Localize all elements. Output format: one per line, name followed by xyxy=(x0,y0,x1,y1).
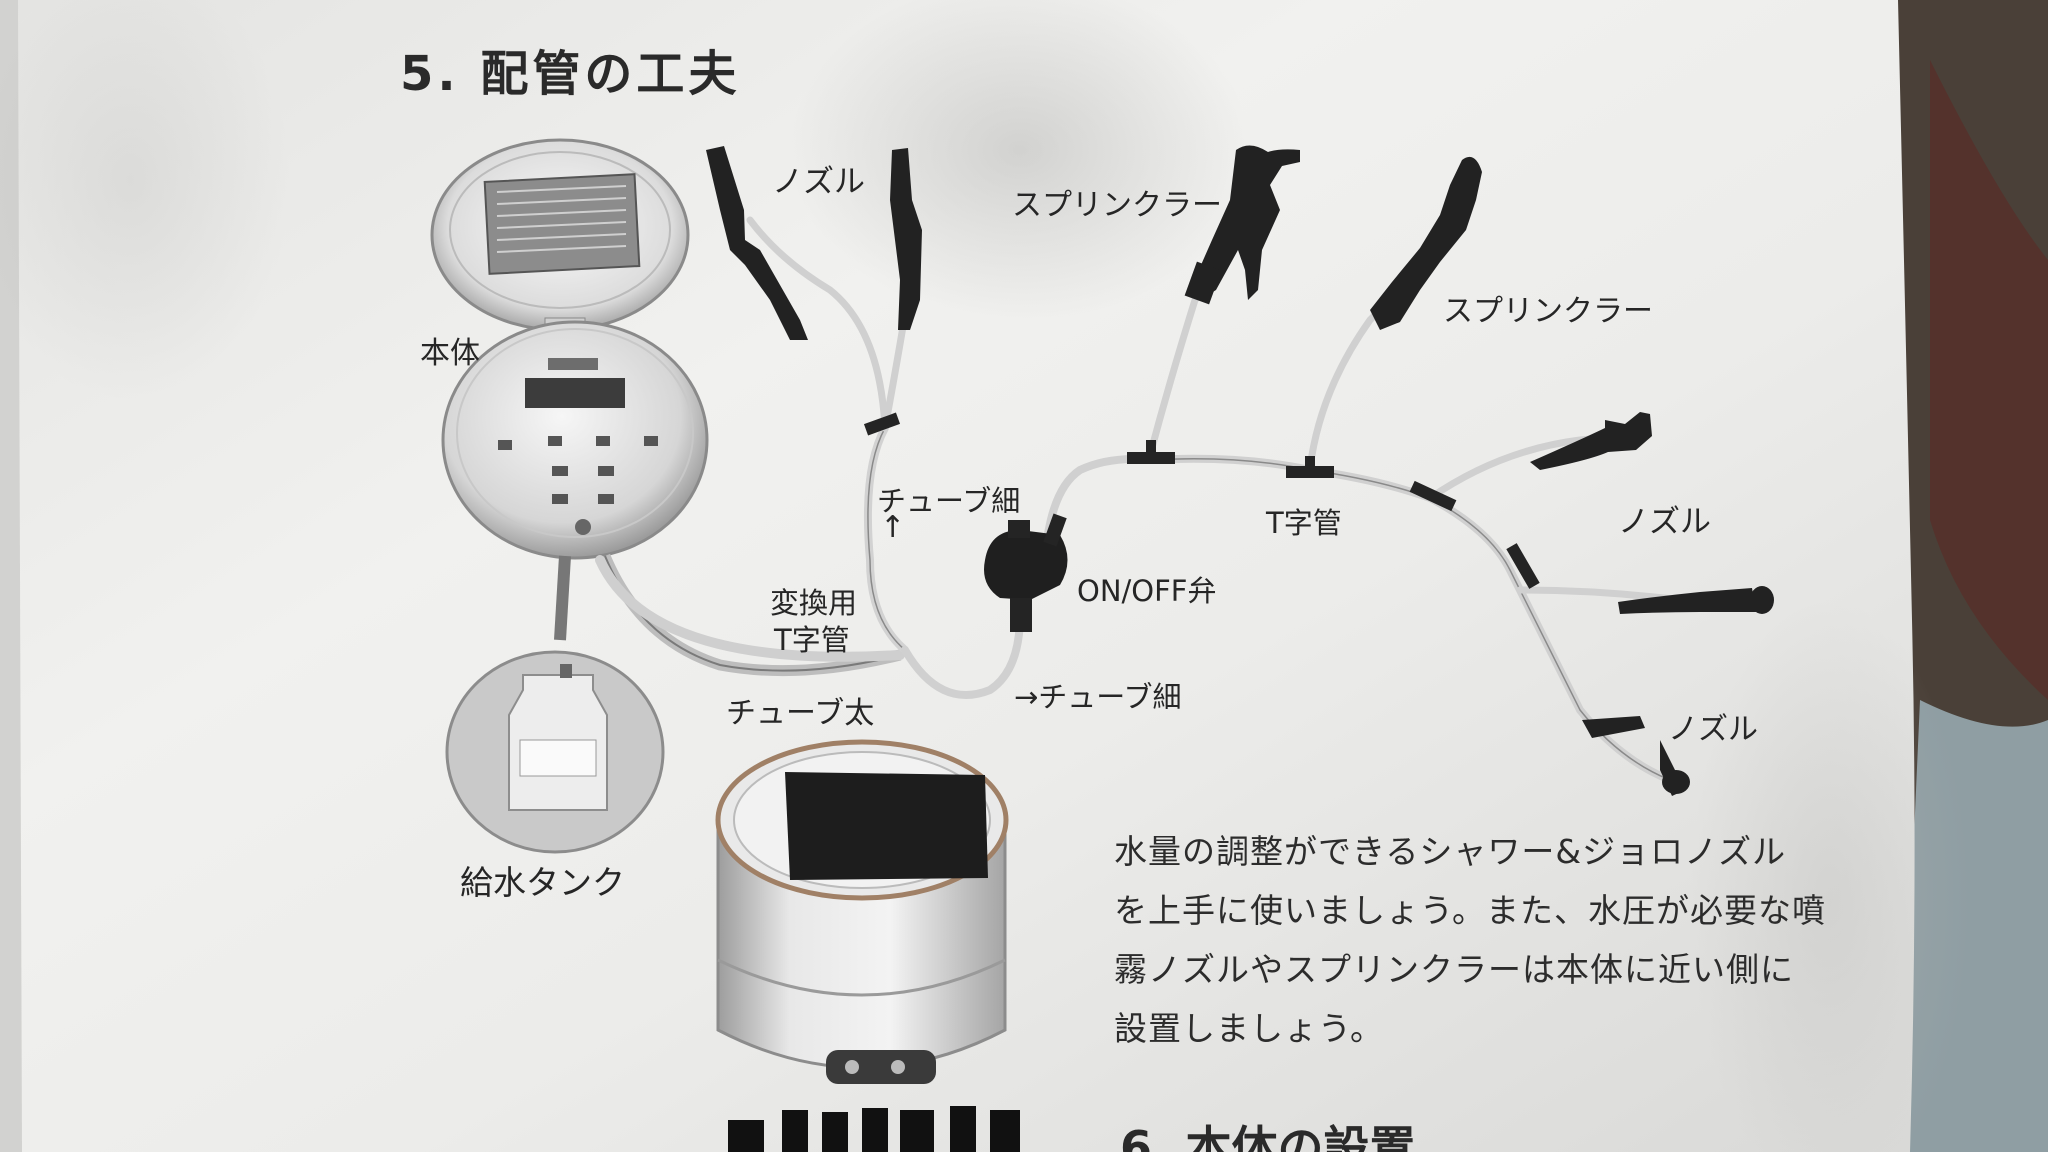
main-unit-image xyxy=(430,138,902,677)
nozzle-right-pair xyxy=(1530,412,1774,614)
label-nozzle-bottom: ノズル xyxy=(1668,712,1758,747)
fittings xyxy=(863,412,1540,632)
nozzle-pair-top xyxy=(706,146,922,340)
section-title: 5. 配管の工夫 xyxy=(400,46,741,102)
label-t-pipe: T字管 xyxy=(1266,506,1342,540)
next-section-icon xyxy=(728,1106,1020,1152)
label-tube-thick: チューブ太 xyxy=(726,696,875,731)
description-line: 水量の調整ができるシャワー&ジョロノズル xyxy=(1114,832,1787,871)
description-line: 霧ノズルやスプリンクラーは本体に近い側に xyxy=(1114,950,1794,989)
label-conversion-t-line1: 変換用 xyxy=(770,586,858,620)
nozzle-bottom xyxy=(1582,716,1690,796)
description-paragraph: 水量の調整ができるシャワー&ジョロノズル を上手に使いましょう。また、水圧が必要… xyxy=(1114,822,1834,1058)
label-conversion-t-line2: T字管 xyxy=(774,623,850,657)
water-tank-image xyxy=(445,650,665,854)
label-tube-thin-up: チューブ細 xyxy=(877,484,1021,518)
description-line: を上手に使いましょう。また、水圧が必要な噴 xyxy=(1114,891,1827,930)
label-arrow-up: ↑ xyxy=(880,510,906,545)
label-nozzle-top: ノズル xyxy=(772,164,865,200)
description-line: 設置しましょう。 xyxy=(1114,1009,1385,1048)
label-water-tank: 給水タンク xyxy=(460,863,625,902)
label-sprinkler-1: スプリンクラー xyxy=(1012,188,1222,223)
sprinkler-1 xyxy=(1184,145,1300,305)
sprinkler-2 xyxy=(1370,156,1482,330)
next-section-heading: 6. 本体の設置 xyxy=(1120,1121,1416,1152)
label-sprinkler-2: スプリンクラー xyxy=(1443,294,1653,329)
label-tube-thin-right: →チューブ細 xyxy=(1014,680,1182,714)
solar-unit-image xyxy=(715,739,1009,1084)
label-main-body: 本体 xyxy=(420,336,480,371)
label-nozzle-right: ノズル xyxy=(1618,504,1711,540)
label-on-off-valve: ON/OFF弁 xyxy=(1077,574,1217,608)
